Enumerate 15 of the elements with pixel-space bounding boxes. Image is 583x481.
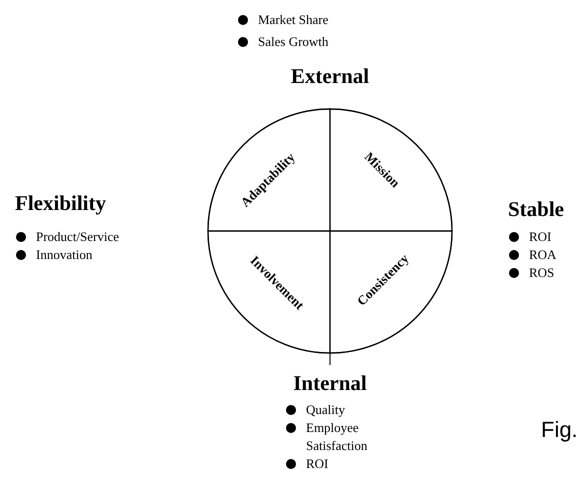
bullet-text: Innovation <box>36 246 92 264</box>
bullet-text: Product/Service <box>36 228 120 246</box>
bullet-text: Employee Satisfaction <box>306 419 368 455</box>
dimension-heading: External <box>290 64 370 89</box>
bullet-text: Market Share <box>258 11 328 29</box>
figure-label: Fig. <box>541 417 578 443</box>
dimension-heading: Stable <box>508 197 564 222</box>
bullet-text: Quality <box>306 401 345 419</box>
bullet-text: ROA <box>529 246 556 264</box>
bullet-text: Sales Growth <box>258 33 328 51</box>
bullet-text: ROI <box>306 455 328 473</box>
bullet-text: ROI <box>529 228 552 246</box>
dimension-heading: Internal <box>293 371 367 396</box>
bullet-text: ROS <box>529 264 554 282</box>
dimension-heading: Flexibility <box>15 191 106 216</box>
